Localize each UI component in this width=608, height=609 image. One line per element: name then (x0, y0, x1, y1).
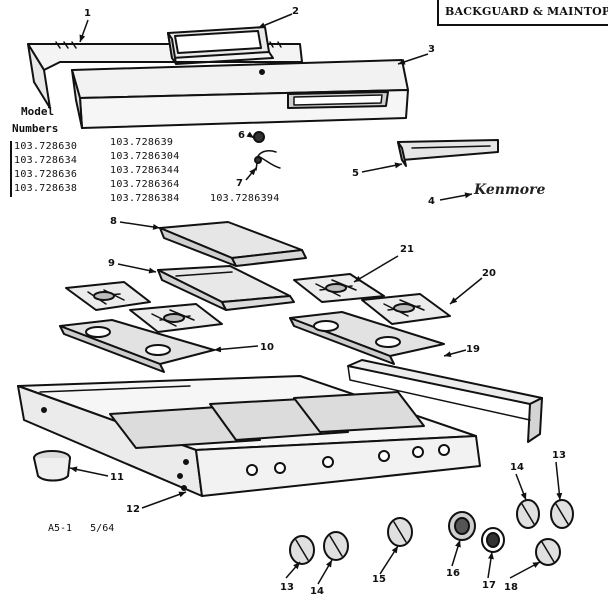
part-bracket (397, 139, 499, 167)
callout-label: 7 (236, 178, 243, 189)
callout-labels: 1 2 3 4 5 6 7 8 9 10 11 12 13 13 14 14 1… (84, 6, 566, 597)
part-maintop (17, 375, 481, 497)
model-number: 103.7286344 (110, 165, 180, 176)
callout-label: 11 (110, 472, 124, 483)
callout-label: 19 (466, 344, 480, 355)
part-drip-cup (33, 450, 71, 482)
model-number: 103.7286364 (110, 179, 180, 190)
callout-label: 13 (552, 450, 566, 461)
model-number: 103.728634 (14, 155, 78, 166)
part-knob (323, 531, 349, 561)
callout-label: 20 (482, 268, 496, 279)
callout-label: 8 (110, 216, 117, 227)
title-box: BACKGUARD & MAINTOP (437, 0, 608, 26)
model-heading-line2: Numbers (12, 122, 59, 135)
leader-lines (69, 13, 563, 585)
callout-label: 21 (400, 244, 414, 255)
callout-label: 17 (482, 580, 496, 591)
callout-label: 14 (310, 586, 324, 597)
callout-label: 9 (108, 258, 115, 269)
model-number: 103.728638 (14, 183, 78, 194)
callout-label: 12 (126, 504, 140, 515)
callout-label: 2 (292, 6, 299, 17)
callout-label: 1 (84, 8, 91, 19)
part-side-strip (347, 359, 543, 443)
part-burner-grate-right-rear (293, 273, 385, 303)
part-burner-grate-left-rear (65, 281, 151, 311)
footer-code-id: A5-1 (48, 523, 73, 534)
part-bezel (481, 527, 505, 553)
part-knob (387, 517, 413, 547)
callout-label: 15 (372, 574, 386, 585)
model-heading-line1: Model (21, 105, 55, 118)
part-knob-ring (448, 511, 476, 541)
callout-label: 5 (352, 168, 359, 179)
callout-label: 18 (504, 582, 518, 593)
part-clock-timer (167, 26, 274, 65)
part-control-panel (71, 59, 409, 129)
footer-date: 5/64 (90, 523, 115, 534)
page-title: BACKGUARD & MAINTOP (445, 5, 608, 18)
part-knob (535, 538, 561, 566)
part-center-plate (157, 265, 295, 311)
callout-label: 4 (428, 196, 435, 207)
model-number: 103.7286304 (110, 151, 180, 162)
model-number: 103.728630 (14, 141, 78, 152)
model-list-bracket (10, 141, 12, 197)
footer-code: A5-1 5/64 (48, 523, 114, 534)
part-wire-clip (254, 150, 281, 171)
callout-label: 13 (280, 582, 294, 593)
part-burner-bowl-right (289, 311, 445, 365)
callout-label: 10 (260, 342, 274, 353)
part-screw (253, 131, 265, 143)
valve-holes (246, 444, 450, 476)
model-number: 103.728639 (110, 137, 174, 148)
model-number: 103.728636 (14, 169, 78, 180)
model-number: 103.7286384 (110, 193, 180, 204)
callout-label: 16 (446, 568, 460, 579)
callout-label: 14 (510, 462, 524, 473)
brand-script: Kenmore (473, 182, 545, 198)
part-burner-grate-right-front (361, 293, 451, 325)
part-knob (289, 535, 315, 565)
part-burner-grate-left-front (129, 303, 223, 333)
part-top-plate (159, 221, 307, 267)
model-number: 103.7286394 (210, 193, 280, 204)
callout-label: 6 (238, 130, 245, 141)
callout-label: 3 (428, 44, 435, 55)
part-knob (516, 499, 540, 529)
part-burner-bowl-left (59, 319, 215, 373)
part-knob (550, 499, 574, 529)
